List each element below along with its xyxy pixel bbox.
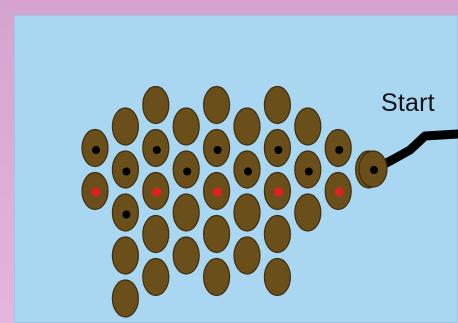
egg-cell[interactable] — [112, 108, 138, 145]
egg-cell[interactable] — [204, 130, 230, 167]
black-dot-marker — [335, 146, 343, 154]
egg[interactable] — [173, 194, 199, 231]
egg-cell[interactable] — [143, 259, 169, 296]
egg[interactable] — [295, 108, 321, 145]
egg-cell[interactable] — [112, 237, 138, 274]
black-dot-marker — [92, 146, 100, 154]
black-dot-marker — [244, 168, 252, 176]
black-dot-marker — [183, 168, 191, 176]
black-dot-marker — [122, 211, 130, 219]
egg[interactable] — [143, 259, 169, 296]
egg-cell[interactable] — [143, 173, 169, 210]
egg-cell[interactable] — [264, 130, 290, 167]
egg[interactable] — [234, 194, 260, 231]
egg-cell[interactable] — [173, 108, 199, 145]
egg[interactable] — [173, 108, 199, 145]
egg-cell[interactable] — [264, 216, 290, 253]
egg[interactable] — [295, 194, 321, 231]
egg[interactable] — [264, 259, 290, 296]
egg-cell[interactable] — [295, 108, 321, 145]
egg-cell[interactable] — [264, 173, 290, 210]
egg-cell[interactable] — [82, 173, 108, 210]
egg-cell[interactable] — [173, 151, 199, 188]
red-dot-marker — [213, 188, 222, 197]
egg-cell[interactable] — [325, 173, 351, 210]
black-dot-marker — [370, 166, 378, 174]
egg[interactable] — [112, 280, 138, 317]
egg[interactable] — [173, 237, 199, 274]
egg-cell[interactable] — [143, 130, 169, 167]
black-dot-marker — [214, 146, 222, 154]
egg-cell[interactable] — [325, 130, 351, 167]
egg-cell[interactable] — [112, 280, 138, 317]
egg-cell[interactable] — [204, 216, 230, 253]
egg[interactable] — [112, 108, 138, 145]
egg-cell[interactable] — [204, 259, 230, 296]
start-egg[interactable] — [359, 151, 387, 187]
egg-cell[interactable] — [234, 151, 260, 188]
egg-cell[interactable] — [82, 130, 108, 167]
black-dot-marker — [274, 146, 282, 154]
egg-cell[interactable] — [234, 194, 260, 231]
egg[interactable] — [204, 216, 230, 253]
egg-cell[interactable] — [173, 237, 199, 274]
black-dot-marker — [305, 168, 313, 176]
egg[interactable] — [264, 87, 290, 124]
red-dot-marker — [152, 188, 161, 197]
start-label: Start — [381, 91, 435, 116]
egg[interactable] — [112, 237, 138, 274]
red-dot-marker — [274, 188, 283, 197]
egg[interactable] — [204, 87, 230, 124]
red-dot-marker — [335, 188, 344, 197]
egg-cell[interactable] — [295, 194, 321, 231]
egg[interactable] — [204, 259, 230, 296]
egg[interactable] — [264, 216, 290, 253]
egg-cell[interactable] — [295, 151, 321, 188]
egg-cell[interactable] — [112, 194, 138, 231]
egg-cell[interactable] — [234, 237, 260, 274]
black-dot-marker — [153, 146, 161, 154]
egg-cell[interactable] — [234, 108, 260, 145]
egg-cell[interactable] — [143, 87, 169, 124]
black-dot-marker — [122, 168, 130, 176]
egg-cell[interactable] — [173, 194, 199, 231]
egg-cell[interactable] — [264, 87, 290, 124]
egg[interactable] — [143, 87, 169, 124]
egg-cell[interactable] — [204, 173, 230, 210]
egg-cell[interactable] — [143, 216, 169, 253]
egg-cell[interactable] — [204, 87, 230, 124]
egg-cell[interactable] — [264, 259, 290, 296]
egg-cell[interactable] — [112, 151, 138, 188]
egg[interactable] — [143, 216, 169, 253]
red-dot-marker — [92, 188, 101, 197]
egg[interactable] — [234, 108, 260, 145]
egg[interactable] — [234, 237, 260, 274]
